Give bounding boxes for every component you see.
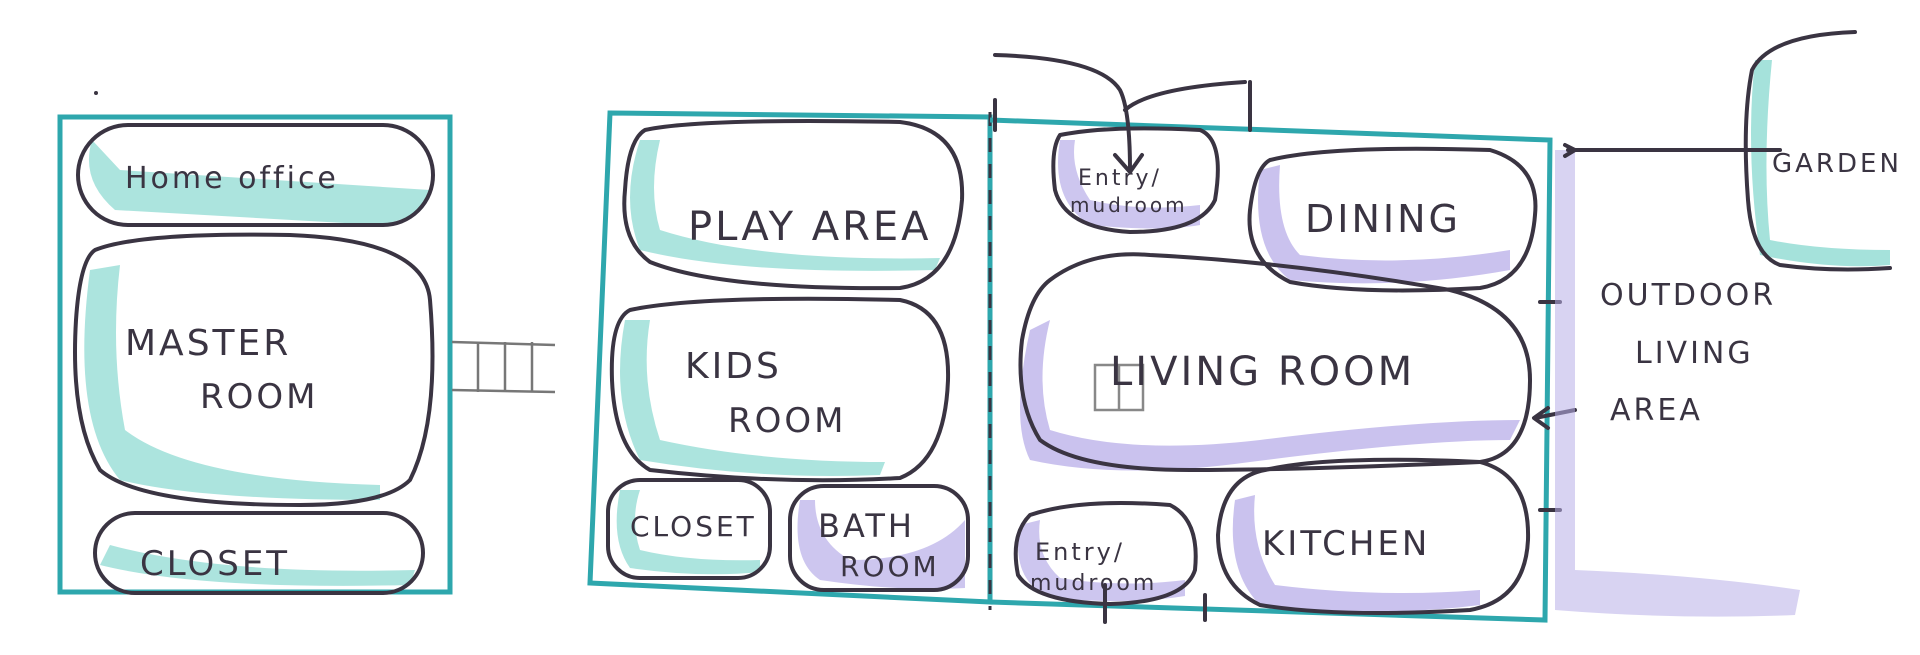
kitchen-label: KITCHEN: [1262, 524, 1430, 564]
play-area-room: PLAY AREA: [622, 119, 965, 291]
dining-room: DINING: [1247, 146, 1538, 293]
outdoor-living-area: OUTDOOR LIVING AREA: [1555, 150, 1800, 617]
closet-left-label: CLOSET: [140, 544, 290, 584]
garden-label: GARDEN: [1772, 149, 1902, 179]
bath-room-label-line2: ROOM: [840, 550, 940, 583]
bath-room-label-line1: BATH: [818, 507, 915, 545]
outdoor-label-line2: LIVING: [1635, 336, 1754, 371]
kids-room: KIDS ROOM: [609, 296, 951, 483]
living-room: LIVING ROOM: [1018, 252, 1577, 472]
entry-top-label-line1: Entry/: [1078, 166, 1162, 191]
kids-room-label-line2: ROOM: [728, 401, 846, 441]
outdoor-label-line3: AREA: [1610, 393, 1703, 428]
right-wing: Entry/ mudroom DINING LIVING ROOM Entry/…: [989, 53, 1577, 624]
connector-bridge: [451, 340, 556, 394]
closet-mid-label: CLOSET: [630, 510, 757, 543]
middle-wing: PLAY AREA KIDS ROOM CLOSET BATH ROOM: [587, 110, 993, 610]
kids-room-label-line1: KIDS: [685, 346, 782, 387]
home-office-room: Home office: [76, 123, 435, 227]
closet-left-room: CLOSET: [93, 511, 425, 595]
entry-arrows-top: [993, 53, 1252, 174]
dining-label: DINING: [1305, 197, 1461, 241]
bath-room: BATH ROOM: [788, 484, 970, 592]
living-room-label: LIVING ROOM: [1110, 349, 1415, 395]
master-room-label-line2: ROOM: [200, 377, 318, 417]
entry-bottom-label-line2: mudroom: [1030, 571, 1157, 596]
entry-bottom-room: Entry/ mudroom: [1013, 501, 1207, 624]
entry-bottom-label-line1: Entry/: [1035, 538, 1125, 566]
master-room: MASTER ROOM: [73, 232, 435, 507]
closet-mid-room: CLOSET: [606, 478, 772, 580]
home-office-label: Home office: [125, 161, 339, 196]
kitchen-room: KITCHEN: [1216, 457, 1531, 616]
outdoor-label-line1: OUTDOOR: [1600, 278, 1776, 313]
master-room-label-line1: MASTER: [125, 323, 291, 364]
entry-top-room: Entry/ mudroom: [1051, 126, 1220, 234]
right-wing-outline: [989, 117, 1553, 623]
garden-area: GARDEN: [1563, 30, 1902, 272]
play-area-label: PLAY AREA: [688, 204, 932, 250]
left-wing: Home office MASTER ROOM CLOSET: [57, 114, 453, 595]
entry-top-label-line2: mudroom: [1070, 193, 1188, 217]
